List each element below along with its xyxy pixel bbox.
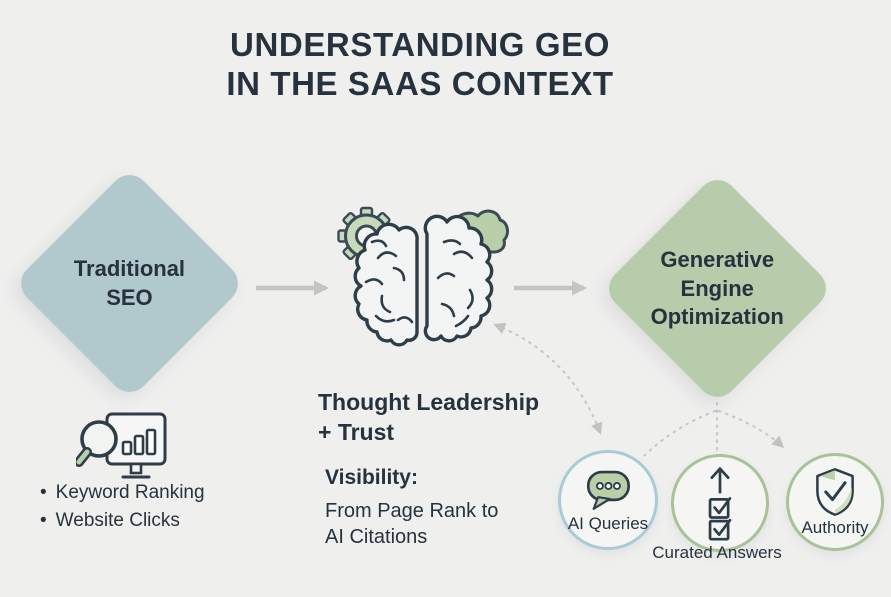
bullet-icon: • [40,482,47,503]
shield-check-icon [816,468,854,516]
speech-bubble-icon [586,470,630,510]
traditional-seo-line2: SEO [106,284,153,310]
search-analytics-icon [76,412,167,479]
visibility-note: Visibility: From Page Rank to AI Citatio… [325,466,498,550]
dotted-geo-ai-queries [642,409,717,458]
ai-queries-circle: AI Queries [558,450,658,550]
page-title-line1: UNDERSTANDING GEO [230,26,610,63]
visibility-line1: From Page Rank to [325,500,499,522]
geo-line2: Optimization [650,303,785,329]
geo-label: Generative Engine Optimization [635,246,800,332]
authority-circle: Authority [786,453,884,551]
curated-answers-label: Curated Answers [652,543,782,562]
page-title-line2: IN THE SAAS CONTEXT [226,64,614,102]
dotted-geo-authority [717,409,785,449]
traditional-seo-label: Traditional SEO [47,255,212,312]
traditional-seo-line1: Traditional [73,255,186,281]
visibility-line2: AI Citations [325,526,428,548]
curated-answers-circle [671,454,769,552]
traditional-seo-diamond: Traditional SEO [12,166,247,401]
seo-metrics-list: • Keyword Ranking • Website Clicks [40,479,205,534]
metric-label: Keyword Ranking [55,482,205,503]
metric-keyword-ranking: • Keyword Ranking [40,479,205,507]
thought-leadership-line1: Thought Leadership [318,389,540,415]
thought-leadership-line2: + Trust [318,419,395,446]
thought-leadership-note: Thought Leadership + Trust [318,387,539,448]
checklist-icon [708,467,732,541]
authority-label: Authority [801,518,869,537]
page-title: UNDERSTANDING GEO IN THE SAAS CONTEXT [140,26,700,103]
brain-icon [337,206,509,347]
geo-line1: Generative Engine [660,246,775,301]
bullet-icon: • [40,509,47,531]
geo-diamond: Generative Engine Optimization [600,171,835,406]
metric-website-clicks: • Website Clicks [40,507,205,535]
metric-label: Website Clicks [55,509,180,531]
visibility-label: Visibility: [325,466,418,489]
ai-queries-label: AI Queries [567,513,649,533]
